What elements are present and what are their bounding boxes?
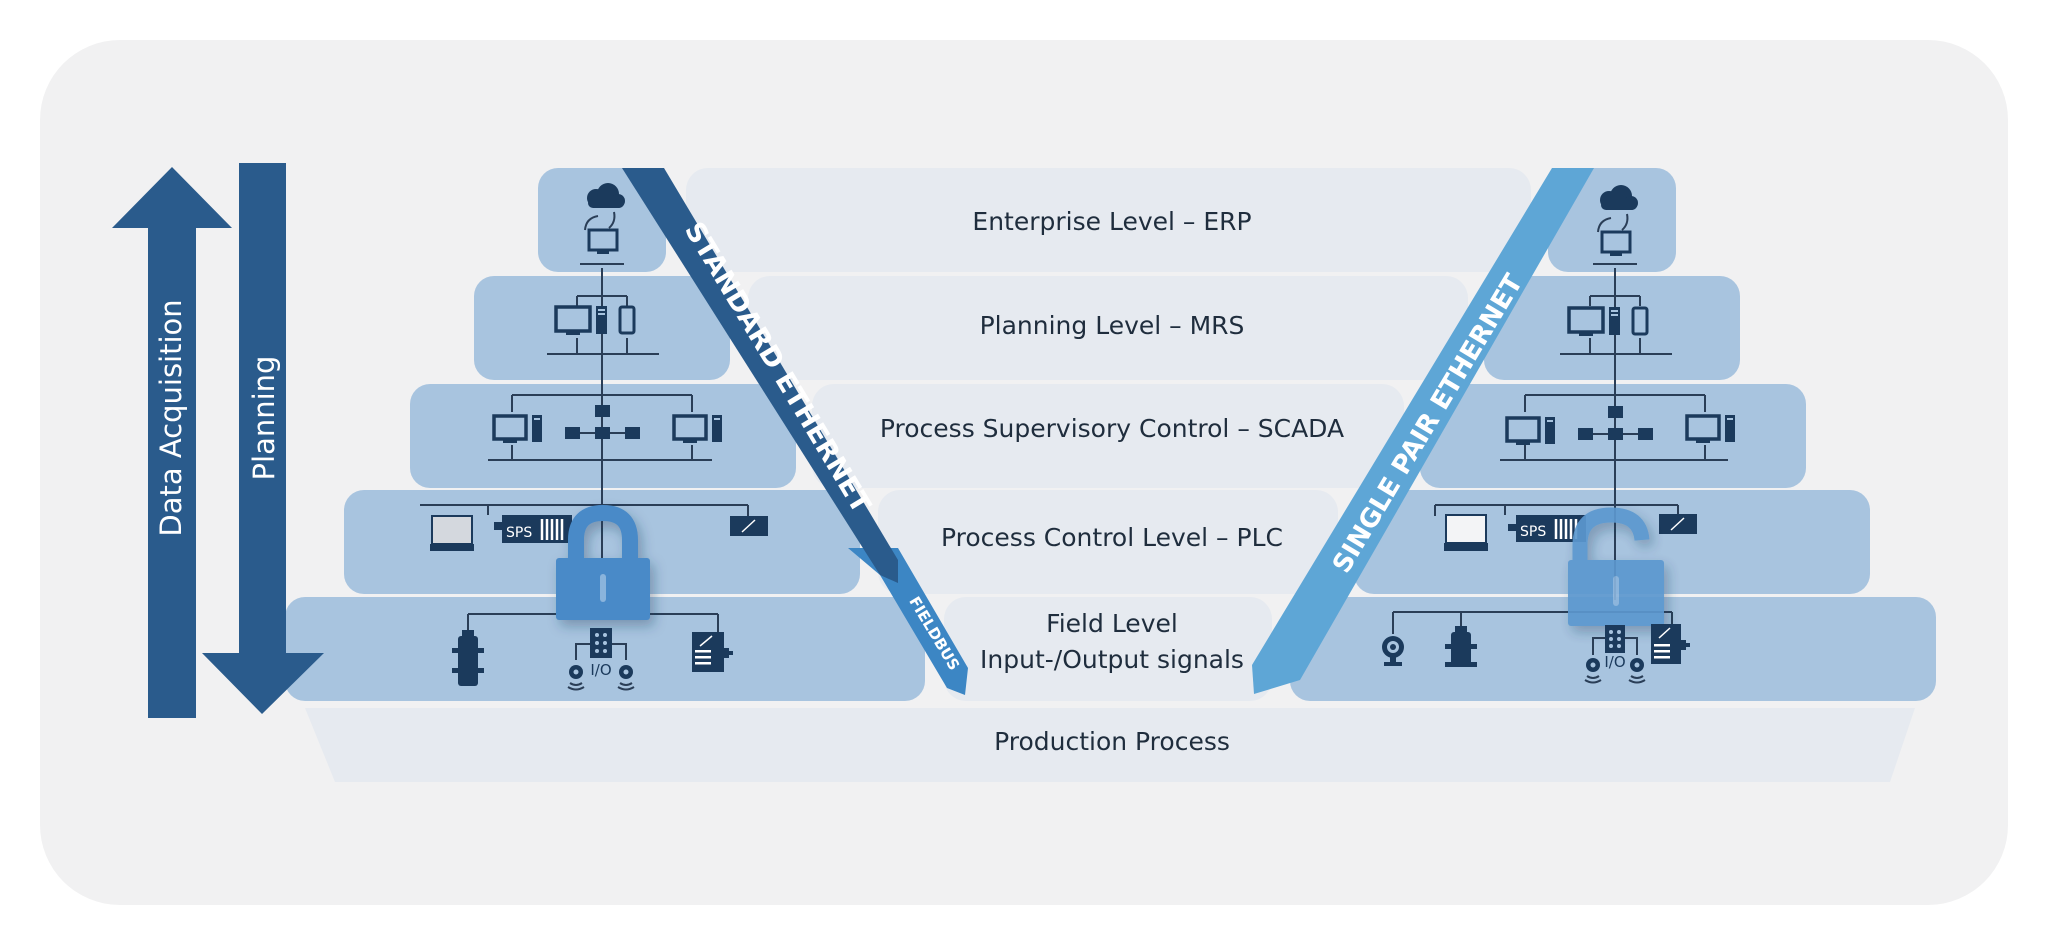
- arrow-down-shape: [202, 163, 324, 714]
- monitor-icon: [554, 305, 592, 335]
- smartphone-icon: [618, 305, 636, 335]
- smartphone-icon: [1631, 306, 1649, 336]
- level-panel-plc: [878, 490, 1338, 594]
- pc-tower-icon: [712, 415, 722, 442]
- monitor-icon: [1505, 416, 1541, 445]
- lock-icon-unlocked: [1568, 507, 1664, 626]
- sps-label: SPS: [506, 525, 532, 541]
- valve-icon: [452, 630, 484, 686]
- sensor-icon: [567, 665, 635, 691]
- left-lines-plc: [420, 504, 749, 516]
- center-levels: Enterprise Level – ERP Planning Level – …: [686, 168, 1531, 701]
- level-panel-planning: [748, 276, 1468, 380]
- right-lines-plc: [1434, 504, 1679, 516]
- planning-arrow: Planning: [202, 163, 324, 714]
- io-module-icon: I/O: [575, 628, 627, 679]
- monitor-icon: [492, 414, 528, 443]
- level-label-field-2: Input-/Output signals: [980, 645, 1244, 674]
- pc-tower-icon: [1725, 415, 1735, 442]
- single-pair-ethernet-band-shape: [1252, 168, 1594, 694]
- monitor-icon: [1685, 414, 1721, 443]
- planning-label: Planning: [247, 356, 281, 481]
- pc-tower-icon: [532, 415, 542, 442]
- pc-tower-icon: [1609, 307, 1620, 335]
- network-topology-icon: [565, 405, 640, 439]
- sps-controller-icon: SPS: [494, 515, 572, 543]
- camera-icon: [1382, 636, 1404, 666]
- level-label-scada: Process Supervisory Control – SCADA: [880, 414, 1344, 443]
- data-acquisition-arrow: Data Acquisition: [112, 167, 232, 718]
- drive-icon: [1659, 514, 1697, 534]
- left-lines-scada: [488, 394, 712, 461]
- right-lines-field: [1392, 611, 1673, 634]
- fieldbus-band-shape: [848, 548, 968, 695]
- right-lines-planning: [1560, 295, 1672, 355]
- lock-icon-locked: [556, 504, 650, 620]
- left-devices: SPS I/O: [420, 183, 768, 691]
- level-label-field-1: Field Level: [1046, 609, 1178, 638]
- level-panel-scada: [812, 384, 1404, 488]
- right-tier-enterprise: [1548, 168, 1676, 272]
- level-label-enterprise: Enterprise Level – ERP: [972, 207, 1251, 236]
- left-tier-enterprise: [538, 168, 666, 272]
- monitor-icon: [1567, 306, 1605, 336]
- arrow-up-shape: [112, 167, 232, 718]
- right-devices: SPS: [1382, 185, 1735, 684]
- sps-label: SPS: [1520, 524, 1546, 540]
- standard-ethernet-band-shape: [622, 168, 898, 583]
- level-panel-field: [944, 597, 1272, 701]
- production-process-label: Production Process: [994, 727, 1230, 756]
- production-process-base: [305, 708, 1915, 782]
- cloud-icon: [584, 183, 625, 231]
- motor-icon: [1651, 624, 1690, 664]
- monitor-icon: [1600, 230, 1632, 256]
- monitor-icon: [672, 414, 708, 443]
- io-label: I/O: [1604, 653, 1625, 671]
- right-lines-scada: [1500, 394, 1728, 461]
- network-topology-icon: [1578, 406, 1653, 440]
- cloud-icon: [1597, 185, 1638, 233]
- data-acquisition-label: Data Acquisition: [154, 299, 188, 536]
- sensor-icon: [1584, 658, 1646, 684]
- motor-icon: [692, 632, 733, 672]
- sps-controller-icon: SPS: [1508, 515, 1586, 542]
- pc-tower-icon: [1545, 417, 1555, 444]
- level-label-planning: Planning Level – MRS: [980, 311, 1245, 340]
- level-label-plc: Process Control Level – PLC: [941, 523, 1283, 552]
- monitor-icon: [587, 228, 619, 254]
- pc-tower-icon: [596, 306, 607, 334]
- io-label: I/O: [590, 661, 611, 679]
- valve-icon: [1445, 626, 1477, 667]
- laptop-icon: [430, 515, 474, 551]
- io-module-icon: I/O: [1592, 625, 1638, 671]
- level-panel-enterprise: [686, 168, 1531, 272]
- drive-icon: [730, 516, 768, 536]
- laptop-icon: [1444, 514, 1488, 551]
- left-lines-planning: [547, 295, 659, 355]
